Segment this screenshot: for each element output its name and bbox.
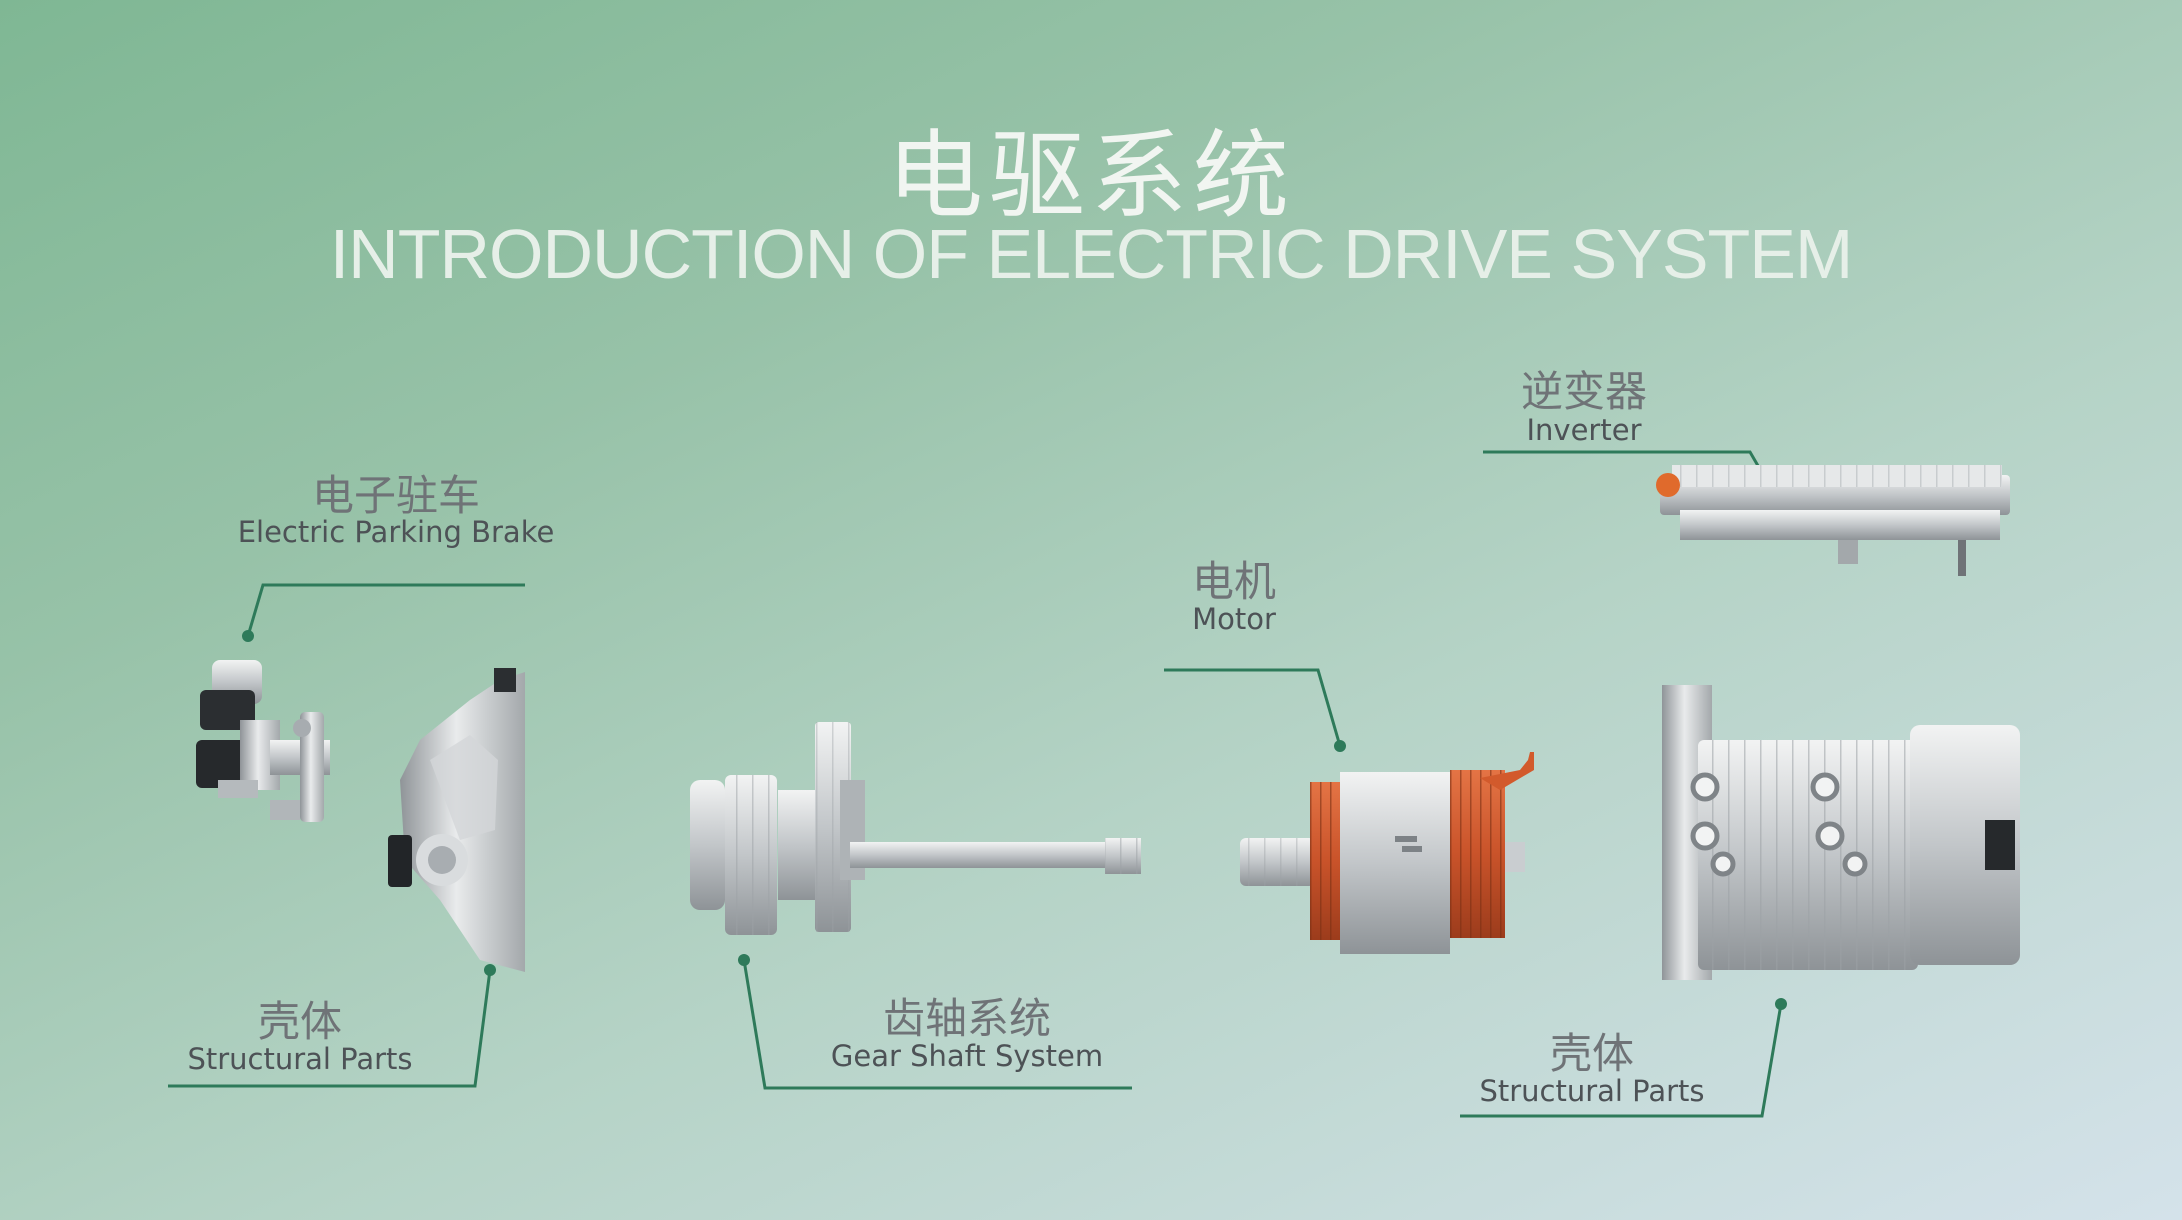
motor-label-en: Motor	[1192, 602, 1276, 636]
housing-left-label-cn: 壳体	[257, 997, 342, 1046]
epb-label-en: Electric Parking Brake	[237, 515, 555, 549]
housing-right-illustration	[1662, 685, 2020, 980]
housing-left-leader	[168, 969, 492, 1088]
housing-right-leader-dot	[1775, 998, 1787, 1010]
epb-label-cn: 电子驻车	[311, 471, 480, 520]
motor-illustration	[1240, 752, 1534, 954]
housing-left-leader-dot	[484, 964, 496, 976]
motor-leader	[1164, 668, 1342, 747]
epb-leader-dot	[242, 630, 254, 642]
epb-leader	[246, 583, 525, 637]
title-english: INTRODUCTION OF ELECTRIC DRIVE SYSTEM	[329, 215, 1854, 293]
motor-leader-dot	[1334, 740, 1346, 752]
gear-shaft-label-en: Gear Shaft System	[830, 1039, 1104, 1073]
epb-illustration	[196, 660, 330, 822]
inverter-label-cn: 逆变器	[1520, 367, 1647, 416]
gear-shaft-label-cn: 齿轴系统	[882, 994, 1051, 1043]
housing-left-illustration	[388, 668, 525, 972]
title-chinese: 电驱系统	[887, 120, 1295, 232]
gear-shaft-leader-dot	[738, 954, 750, 966]
inverter-label-en: Inverter	[1526, 413, 1642, 447]
housing-right-label-cn: 壳体	[1549, 1029, 1634, 1078]
housing-left-label-en: Structural Parts	[187, 1042, 413, 1076]
motor-label-cn: 电机	[1191, 557, 1276, 606]
gear-shaft-leader	[742, 959, 1132, 1090]
gear-shaft-illustration	[690, 722, 1141, 935]
inverter-illustration	[1656, 465, 2010, 576]
housing-right-label-en: Structural Parts	[1479, 1074, 1705, 1108]
housing-right-leader	[1460, 1003, 1783, 1118]
